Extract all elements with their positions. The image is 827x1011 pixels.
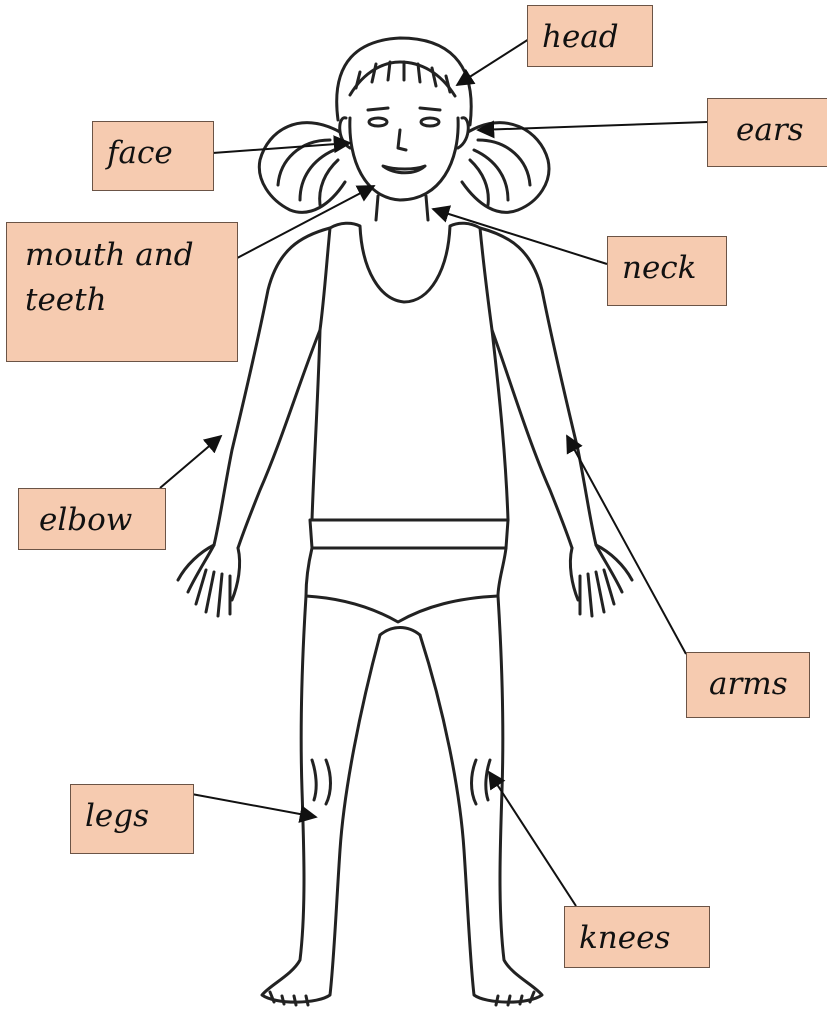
- label-face: face: [92, 121, 214, 191]
- briefs-outline: [310, 520, 508, 548]
- label-legs: legs: [70, 784, 194, 854]
- label-ears: ears: [707, 98, 827, 167]
- label-knees: knees: [564, 906, 710, 968]
- arms-pointer-arrow: [567, 436, 686, 654]
- left-leg-outline: [262, 596, 380, 1002]
- label-arms: arms: [686, 652, 810, 718]
- right-pigtail: [462, 123, 549, 213]
- label-elbow: elbow: [18, 488, 166, 550]
- label-head: head: [527, 5, 653, 67]
- mouth-pointer-arrow: [222, 186, 374, 266]
- label-neck: neck: [607, 236, 727, 306]
- face-outline: [350, 118, 458, 200]
- vest-outline: [312, 223, 508, 520]
- neck-pointer-arrow: [433, 209, 607, 264]
- label-mouth-and-teeth: mouth and teeth: [6, 222, 238, 362]
- right-leg-outline: [420, 596, 542, 1002]
- elbow-pointer-arrow: [160, 436, 221, 488]
